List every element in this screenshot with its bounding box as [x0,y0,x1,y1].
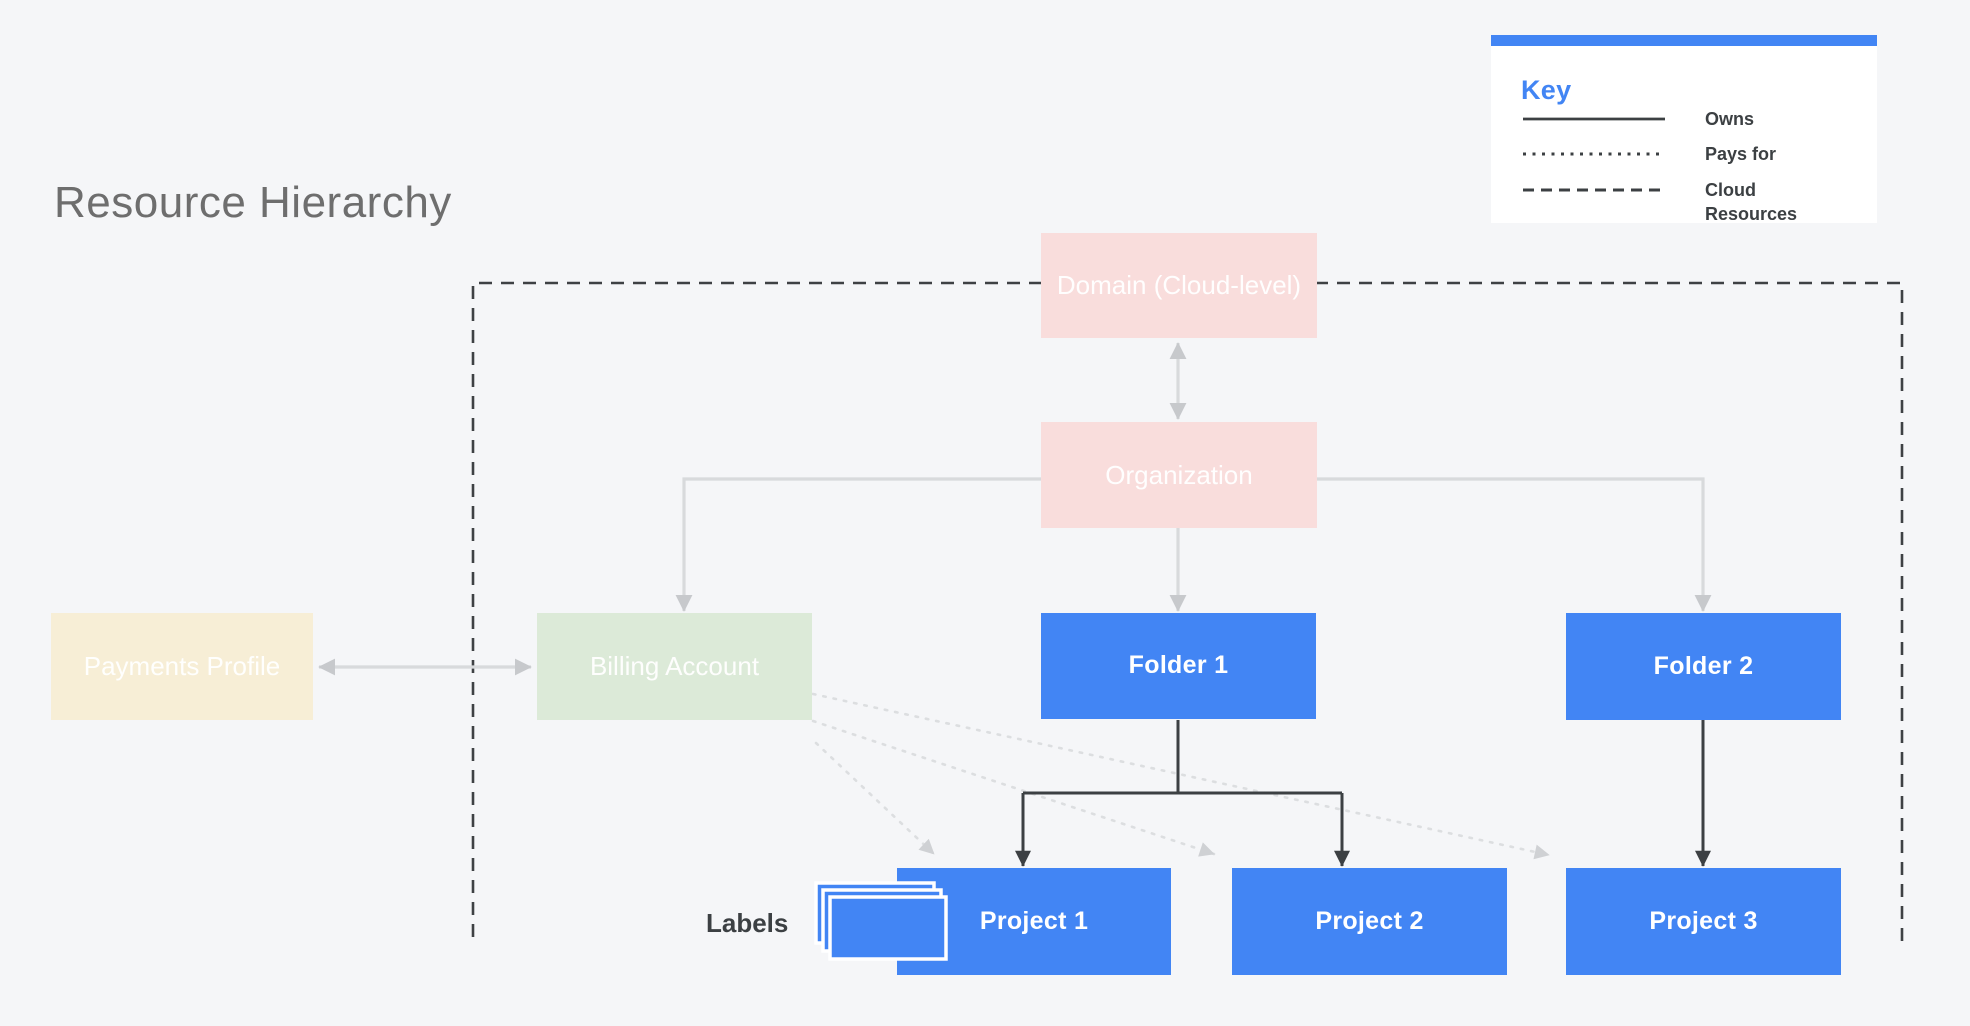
node-payments-profile: Payments Profile [51,613,313,720]
node-project2-label: Project 2 [1315,906,1424,935]
key-row-pays-for: Pays for [1521,142,1851,166]
node-folder2: Folder 2 [1566,613,1841,720]
key-row-cloud-resources: Cloud Resources [1521,178,1851,227]
pays-for-line-billing-project3 [811,692,1551,860]
key-panel-topbar [1491,35,1877,46]
node-project2: Project 2 [1232,868,1507,975]
key-label-pays-for: Pays for [1705,144,1777,165]
key-label-owns: Owns [1705,109,1755,129]
labels-stack-icon-svg [814,881,948,961]
owns-solid-line-sample [1523,117,1665,121]
key-panel: Key Owns Pays for Cloud Resources [1491,35,1877,224]
page-title: Resource Hierarchy [54,178,452,227]
node-folder1-label: Folder 1 [1128,651,1229,680]
node-project3-label: Project 3 [1649,906,1758,935]
node-billing-account: Billing Account [537,613,812,720]
labels-caption: Labels [706,908,789,938]
node-organization: Organization [1041,422,1317,528]
owns-line-organization-folder2 [1316,477,1712,612]
node-billing-account-label: Billing Account [589,651,760,682]
owns-line-organization-billing [675,477,1041,612]
node-folder1: Folder 1 [1041,613,1316,719]
pays-for-line-billing-project1 [814,741,936,856]
key-row-owns: Owns [1521,107,1851,131]
owns-line-folder1-branch [1023,720,1342,795]
node-organization-label: Organization [1105,459,1253,490]
node-payments-profile-label: Payments Profile [83,651,281,682]
labels-stack-icon [810,874,952,973]
node-project3: Project 3 [1566,868,1841,975]
key-label-cloud-resources: Cloud Resources [1705,179,1798,224]
cloud-resources-dashed-line-sample [1523,188,1665,192]
node-domain-label: Domain (Cloud-level) [1056,270,1302,301]
pays-for-line-billing-project2 [811,719,1216,857]
node-domain: Domain (Cloud-level) [1041,233,1317,338]
key-rows: Owns Pays for Cloud Resources [1521,107,1851,237]
pays-for-dotted-line-sample [1523,152,1665,156]
node-folder2-label: Folder 2 [1653,651,1754,680]
node-project1-label: Project 1 [979,906,1089,935]
key-heading: Key [1521,75,1572,105]
